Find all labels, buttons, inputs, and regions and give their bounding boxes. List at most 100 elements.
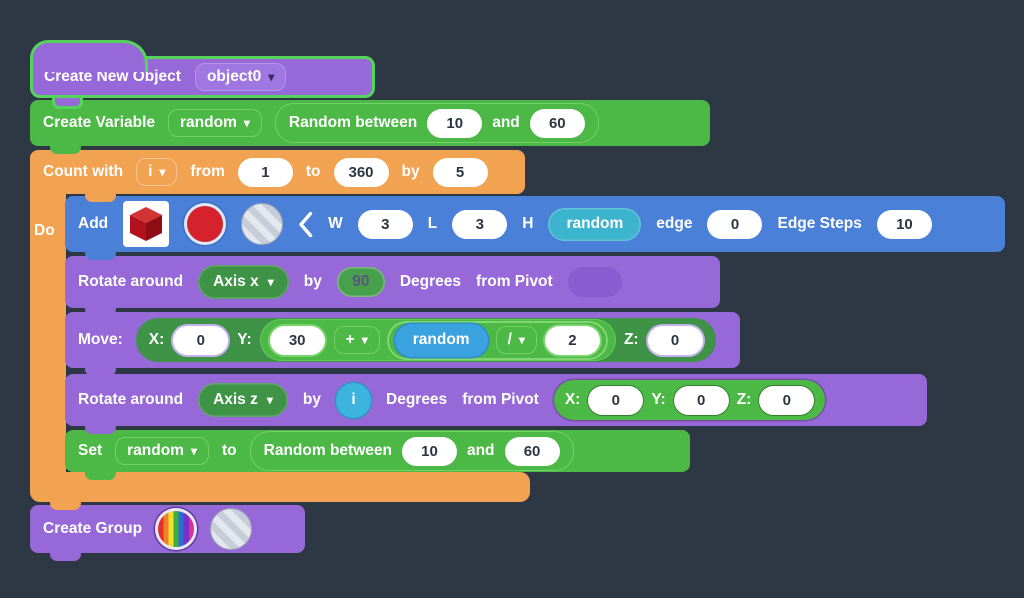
block-tab <box>85 471 116 480</box>
to-label: to <box>305 163 321 180</box>
pivot-x-label: X: <box>564 391 581 408</box>
random-variable-pill[interactable]: random <box>394 323 488 357</box>
axis-dropdown[interactable]: Axis z <box>198 383 288 417</box>
from-pivot-label: from Pivot <box>462 391 539 408</box>
block-tab <box>85 367 116 376</box>
min-input[interactable]: 10 <box>401 436 457 466</box>
division-block[interactable]: random / 2 <box>388 322 606 358</box>
edge-steps-input[interactable]: 10 <box>876 209 932 239</box>
c-block-inner-tab <box>85 193 116 202</box>
block-create-group[interactable]: Create Group <box>30 505 305 561</box>
dropdown-arrow-icon <box>268 273 274 291</box>
variable-dropdown[interactable]: random <box>115 437 209 465</box>
block-create-new-object[interactable]: Create New Object object0 <box>30 40 375 109</box>
height-variable-pill[interactable]: random <box>548 207 642 241</box>
do-label: Do <box>34 222 55 239</box>
pivot-x-input[interactable]: 0 <box>588 385 644 415</box>
xyz-vector-block[interactable]: X: 0 Y: 30 + random / 2 Z: 0 <box>135 318 716 362</box>
divisor-input[interactable]: 2 <box>544 325 600 355</box>
block-create-variable[interactable]: Create Variable random Random between 10… <box>30 100 710 154</box>
pivot-y-input[interactable]: 0 <box>673 385 729 415</box>
move-label: Move: <box>78 331 123 348</box>
axis-dropdown[interactable]: Axis x <box>198 265 289 299</box>
y-label: Y: <box>237 331 252 348</box>
i-variable-pill[interactable]: i <box>336 382 371 418</box>
loop-variable-dropdown[interactable]: i <box>136 158 178 186</box>
edge-steps-label: Edge Steps <box>777 215 862 232</box>
texture-swatch-icon[interactable] <box>241 203 284 245</box>
to-label: to <box>222 442 237 459</box>
add-label: Add <box>78 215 109 232</box>
from-input[interactable]: 1 <box>237 157 293 187</box>
from-pivot-label: from Pivot <box>476 273 553 290</box>
edge-label: edge <box>656 215 693 232</box>
x-input[interactable]: 0 <box>173 325 229 355</box>
operator-div-dropdown[interactable]: / <box>495 326 537 354</box>
create-variable-label: Create Variable <box>43 114 156 131</box>
z-input[interactable]: 0 <box>647 325 703 355</box>
dropdown-arrow-icon <box>244 114 250 132</box>
from-label: from <box>190 163 225 180</box>
width-label: W <box>328 215 343 232</box>
block-set-variable[interactable]: Set random to Random between 10 and 60 <box>65 430 690 480</box>
block-rotate-x[interactable]: Rotate around Axis x by 90 Degrees from … <box>65 256 720 316</box>
edge-input[interactable]: 0 <box>707 209 763 239</box>
shape-picker[interactable] <box>123 201 170 247</box>
dropdown-arrow-icon <box>267 391 273 409</box>
random-between-reporter[interactable]: Random between 10 and 60 <box>274 103 599 143</box>
width-input[interactable]: 3 <box>357 209 413 239</box>
y-base-input[interactable]: 30 <box>269 325 325 355</box>
random-between-label: Random between <box>263 442 392 459</box>
max-input[interactable]: 60 <box>504 436 560 466</box>
loop-variable-value: i <box>148 163 153 180</box>
random-between-reporter[interactable]: Random between 10 and 60 <box>249 431 574 471</box>
by-label: by <box>302 391 321 408</box>
c-block-spine[interactable] <box>30 193 66 473</box>
collapse-chevron-icon[interactable] <box>298 211 313 238</box>
block-tab <box>85 307 116 316</box>
rainbow-color-icon[interactable] <box>155 508 198 550</box>
arithmetic-block[interactable]: 30 + random / 2 <box>260 320 615 360</box>
degrees-input[interactable]: 90 <box>336 267 385 297</box>
block-move[interactable]: Move: X: 0 Y: 30 + random / 2 <box>65 312 740 376</box>
block-tab <box>52 98 83 109</box>
object-dropdown[interactable]: object0 <box>194 63 287 91</box>
texture-swatch-icon[interactable] <box>210 508 253 550</box>
axis-value: Axis z <box>213 391 258 408</box>
axis-value: Axis x <box>213 273 259 290</box>
to-input[interactable]: 360 <box>333 157 389 187</box>
and-label: and <box>466 442 495 459</box>
operator-div-value: / <box>507 331 512 348</box>
block-rotate-z[interactable]: Rotate around Axis z by i Degrees from P… <box>65 374 927 434</box>
pivot-vector-block[interactable]: X: 0 Y: 0 Z: 0 <box>553 380 826 420</box>
height-label: H <box>522 215 534 232</box>
set-label: Set <box>78 442 103 459</box>
dropdown-arrow-icon <box>159 163 165 181</box>
block-count-with[interactable]: Count with i from 1 to 360 by 5 <box>30 150 525 202</box>
operator-add-dropdown[interactable]: + <box>333 326 380 354</box>
dropdown-arrow-icon <box>268 68 274 86</box>
variable-dropdown[interactable]: random <box>168 109 262 137</box>
block-tab <box>50 501 81 510</box>
dropdown-arrow-icon <box>519 331 525 349</box>
create-group-label: Create Group <box>43 520 143 537</box>
create-new-object-label: Create New Object <box>44 68 181 85</box>
pivot-z-input[interactable]: 0 <box>759 385 815 415</box>
pivot-z-label: Z: <box>736 391 752 408</box>
max-input[interactable]: 60 <box>529 108 585 138</box>
block-tab <box>50 552 81 561</box>
by-label: by <box>303 273 322 290</box>
min-input[interactable]: 10 <box>427 108 483 138</box>
rotate-label: Rotate around <box>78 273 184 290</box>
length-label: L <box>427 215 438 232</box>
by-input[interactable]: 5 <box>432 157 488 187</box>
block-tab <box>50 145 81 154</box>
degrees-label: Degrees <box>399 273 462 290</box>
block-add-shape[interactable]: Add W 3 L 3 H random edge 0 Edge Steps 1… <box>65 196 1005 260</box>
count-with-label: Count with <box>43 163 124 180</box>
pivot-socket[interactable] <box>567 267 622 297</box>
length-input[interactable]: 3 <box>452 209 508 239</box>
color-swatch-red-icon[interactable] <box>184 203 227 245</box>
hat-body[interactable]: Create New Object object0 <box>30 56 375 98</box>
